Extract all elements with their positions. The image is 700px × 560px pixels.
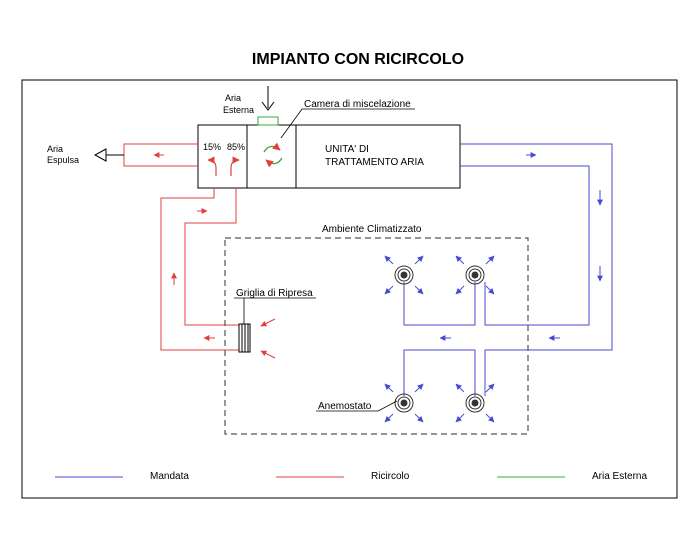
return-duct	[160, 188, 276, 359]
diffuser-arrow	[414, 285, 424, 295]
exhaust-duct	[93, 143, 198, 167]
diffuser-arrow	[414, 413, 424, 423]
diffuser-arrow	[384, 413, 394, 423]
aria-espulsa-label-2: Espulsa	[47, 155, 79, 165]
pct-expelled: 15%	[203, 142, 221, 152]
diffuser-arrow	[414, 255, 424, 265]
diffuser-arrow	[455, 285, 465, 295]
diffuser-arrow	[414, 383, 424, 393]
air-handling-unit	[197, 124, 461, 189]
diffuser-arrow	[485, 285, 495, 295]
griglia-label: Griglia di Ripresa	[236, 288, 313, 299]
supply-duct	[403, 143, 613, 396]
page-title: IMPIANTO CON RICIRCOLO	[252, 51, 464, 68]
outer-frame	[21, 79, 678, 499]
damper-expel-arrow	[207, 156, 217, 176]
diffuser-arrow	[384, 285, 394, 295]
damper-recirc-arrow	[230, 156, 240, 176]
diffuser-arrow	[485, 383, 495, 393]
pct-recirculated: 85%	[227, 142, 245, 152]
diffuser-anemostato	[455, 383, 495, 423]
diffuser-arrow	[455, 413, 465, 423]
legend-label-mandata: Mandata	[150, 471, 189, 482]
aria-espulsa-label-1: Aria	[47, 144, 63, 154]
return-grille	[238, 323, 251, 353]
outside-air-intake	[257, 86, 279, 126]
diffuser-arrow	[384, 383, 394, 393]
diffuser-anemostato	[384, 255, 424, 295]
ambiente-label: Ambiente Climatizzato	[322, 224, 422, 235]
anemostato-label: Anemostato	[318, 401, 372, 412]
unit-label-line1: UNITA' DI	[325, 144, 369, 155]
legend-label-ricircolo: Ricircolo	[371, 471, 410, 482]
diffuser-anemostato	[384, 383, 424, 423]
diffuser-arrow	[485, 413, 495, 423]
unit-label-line2: TRATTAMENTO ARIA	[325, 157, 424, 168]
legend: Mandata Ricircolo Aria Esterna	[55, 471, 647, 482]
diffusers	[384, 255, 495, 423]
diffuser-arrow	[455, 255, 465, 265]
diffuser-arrow	[384, 255, 394, 265]
camera-miscelazione-label: Camera di miscelazione	[304, 99, 411, 110]
diffuser-arrow	[485, 255, 495, 265]
aria-esterna-label-1: Aria	[225, 93, 241, 103]
conditioned-room	[224, 237, 529, 435]
diffuser-anemostato	[455, 255, 495, 295]
legend-label-aria-esterna: Aria Esterna	[592, 471, 647, 482]
mixing-icon	[263, 142, 283, 168]
aria-esterna-label-2: Esterna	[223, 105, 254, 115]
diffuser-arrow	[455, 383, 465, 393]
